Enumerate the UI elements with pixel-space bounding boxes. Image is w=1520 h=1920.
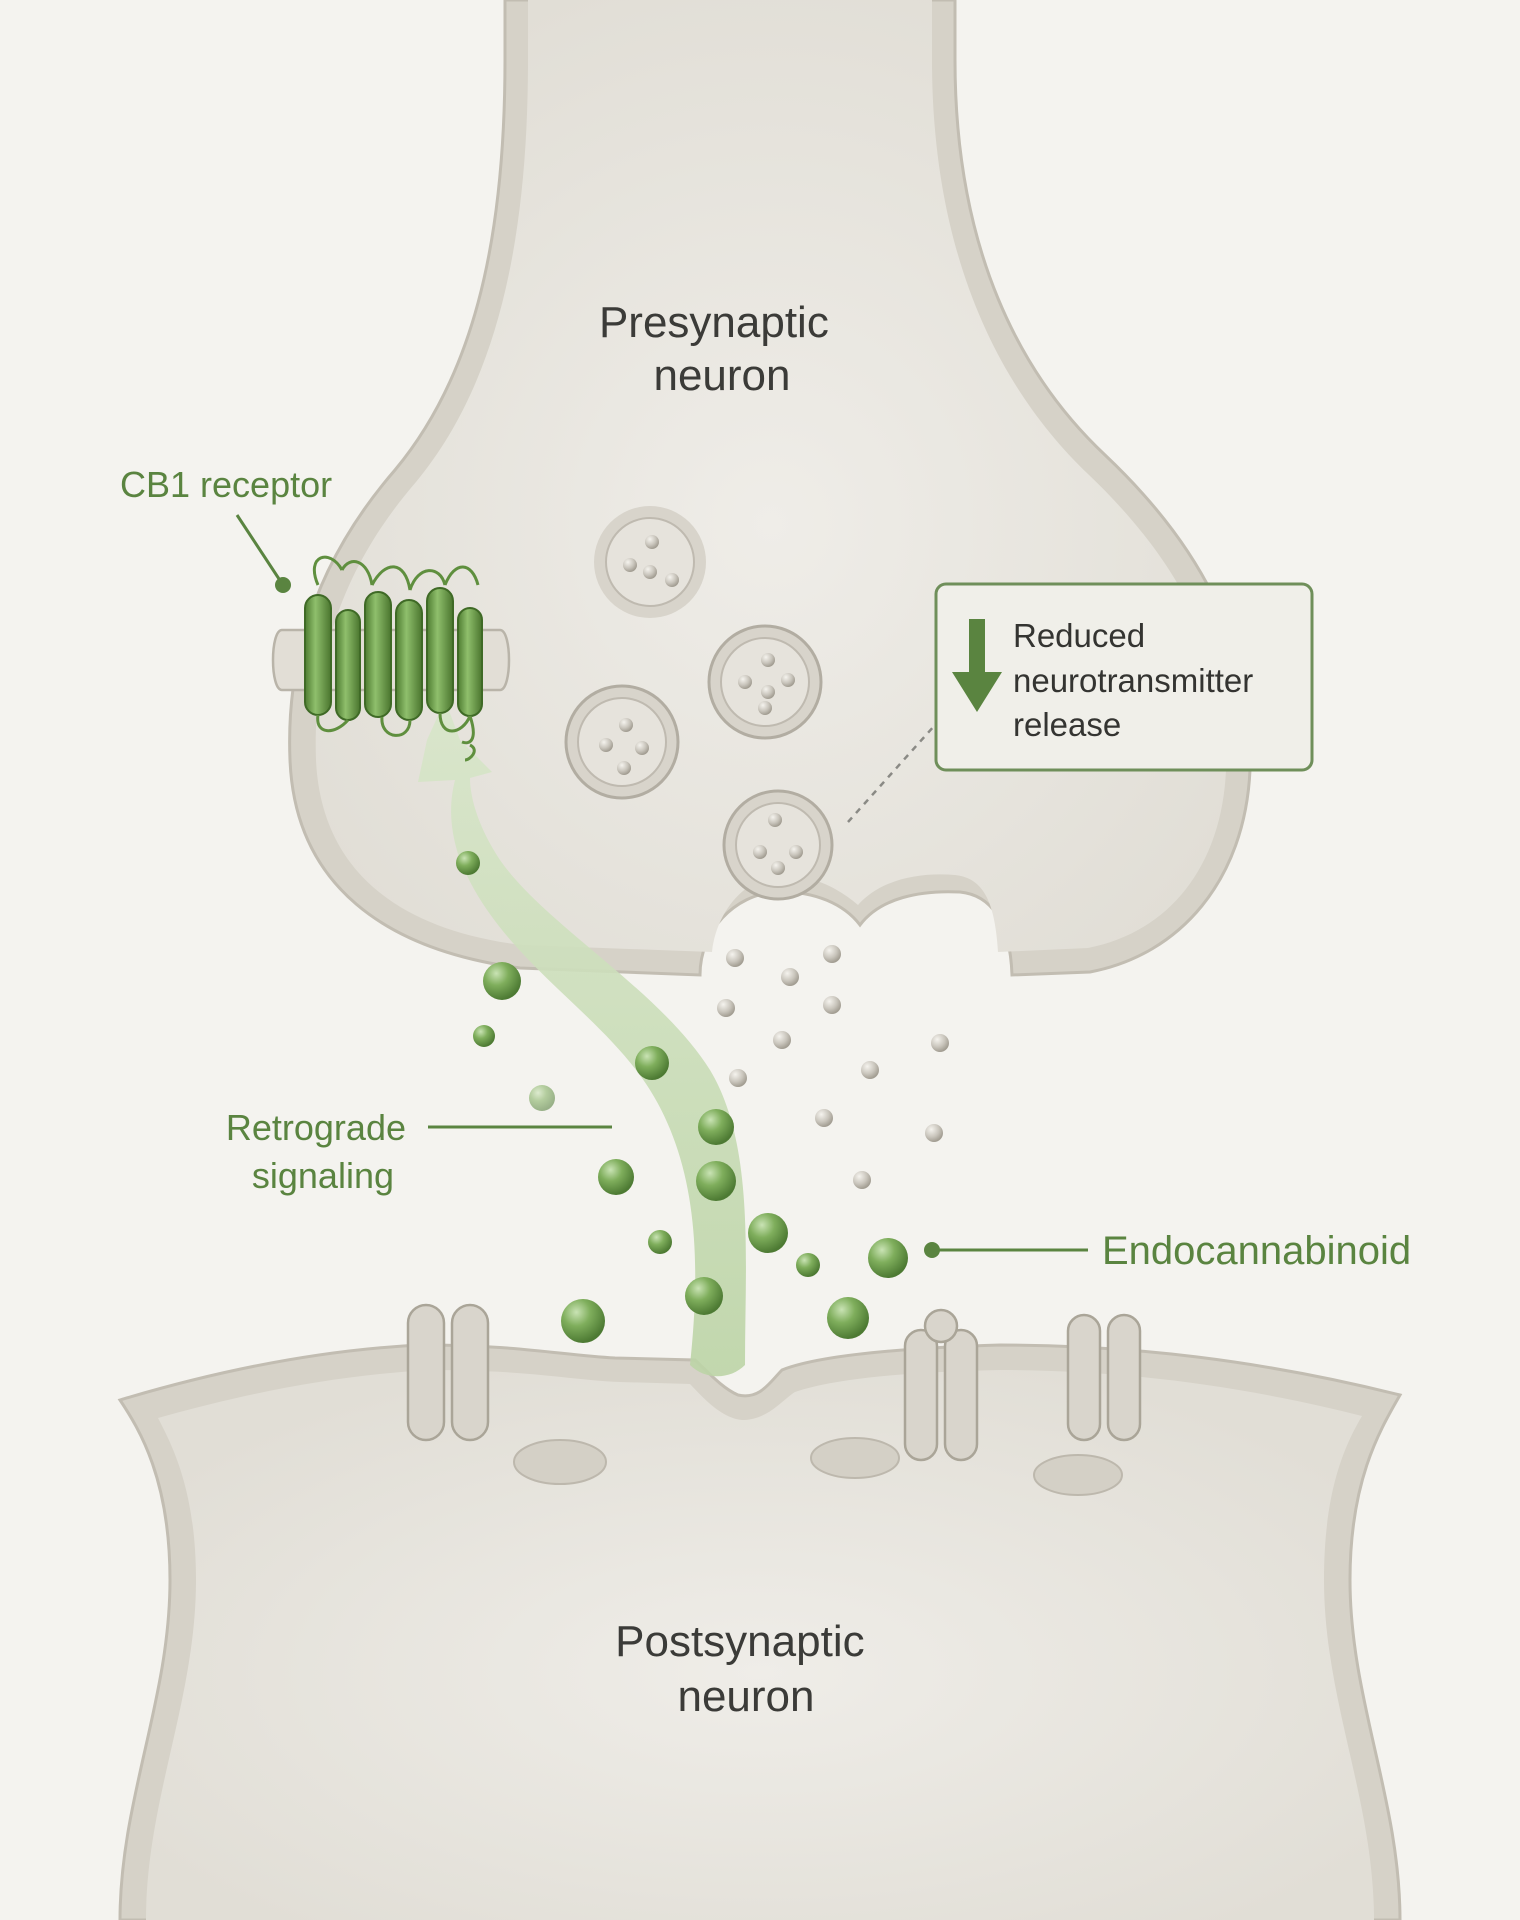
vesicle <box>707 624 823 740</box>
reduced-release-box <box>934 582 1314 772</box>
cb1-label: CB1 receptor <box>120 464 332 505</box>
postsynaptic-line-2: neuron <box>677 1672 814 1721</box>
retrograde-arrow <box>418 700 746 1377</box>
vesicle <box>722 789 834 901</box>
post-receptor <box>406 1303 490 1442</box>
presynaptic-label: Presynaptic neuron <box>599 298 841 400</box>
post-organelle <box>810 1437 900 1479</box>
post-receptor <box>1066 1313 1142 1442</box>
reduced-line-3: release <box>1013 706 1121 743</box>
cb1-leader <box>235 514 291 593</box>
post-organelle <box>513 1439 607 1485</box>
endocannabinoid-particles <box>456 851 908 1343</box>
reduced-line-1: Reduced <box>1013 617 1145 654</box>
post-receptor <box>903 1308 979 1462</box>
postsynaptic-receptors <box>406 1303 1142 1462</box>
cb1-receptor-icon <box>271 555 511 762</box>
vesicle <box>564 684 680 800</box>
retrograde-line-2: signaling <box>252 1155 394 1196</box>
down-arrow-icon <box>952 619 1002 712</box>
reduced-leader <box>847 724 936 823</box>
postsynaptic-label: Postsynaptic neuron <box>615 1617 877 1721</box>
reduced-line-2: neurotransmitter <box>1013 662 1253 699</box>
postsynaptic-cytoplasm <box>146 1370 1374 1920</box>
post-organelle <box>1033 1454 1123 1496</box>
endocannabinoid-label: Endocannabinoid <box>1102 1229 1411 1273</box>
postsynaptic-line-1: Postsynaptic <box>615 1617 864 1666</box>
presynaptic-line-2: neuron <box>653 351 790 400</box>
vesicle <box>594 506 706 618</box>
postsynaptic-neuron <box>117 1343 1403 1920</box>
endocannabinoid-leader <box>924 1242 1088 1258</box>
reduced-label: Reduced neurotransmitter release <box>1013 617 1262 743</box>
retrograde-label: Retrograde signaling <box>226 1107 416 1196</box>
neurotransmitter-particles <box>717 945 949 1189</box>
retrograde-line-1: Retrograde <box>226 1107 406 1148</box>
presynaptic-line-1: Presynaptic <box>599 298 829 347</box>
synaptic-vesicles <box>564 506 834 901</box>
